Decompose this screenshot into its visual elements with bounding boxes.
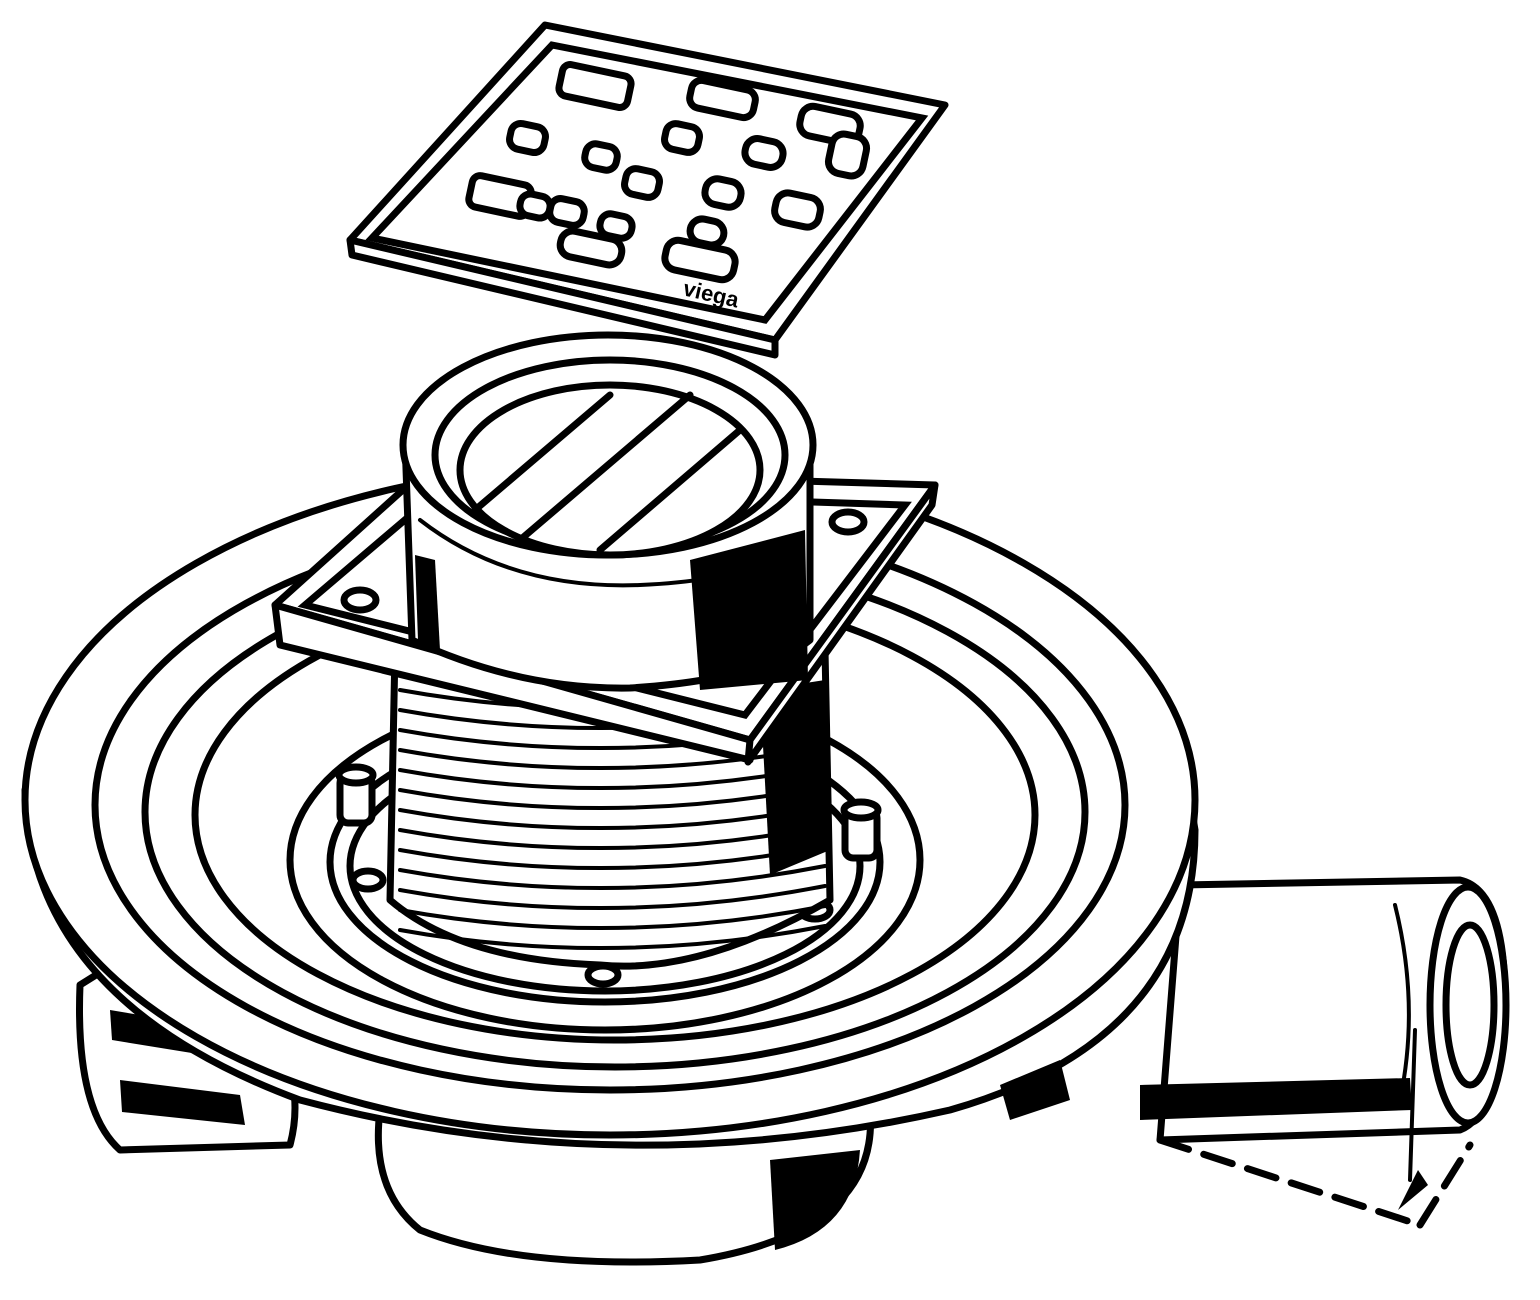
thread-line <box>398 924 827 951</box>
grate-slots <box>465 61 871 284</box>
thread-line <box>398 844 827 871</box>
frame-screw <box>828 508 868 536</box>
trap-body <box>374 1106 875 1266</box>
grate-slot <box>506 120 549 156</box>
upper-tube <box>399 331 817 692</box>
grate-slot <box>555 61 635 111</box>
bolt-right <box>840 798 882 862</box>
grate-slot <box>824 130 871 180</box>
grate-cover: viega <box>346 21 949 359</box>
grate-slot <box>581 140 621 174</box>
grate-slot <box>556 227 626 269</box>
thread-line <box>398 904 827 931</box>
insert-cap <box>456 381 764 559</box>
grate-slot <box>516 190 554 222</box>
slope-indicator <box>1156 1028 1474 1229</box>
thread-line <box>398 864 827 891</box>
screw-hole <box>349 867 387 893</box>
thread-line <box>398 884 827 911</box>
thread-line <box>398 824 827 851</box>
grate-slot <box>661 120 703 156</box>
slope-arrow-icon <box>1398 1170 1428 1210</box>
frame-screw <box>340 586 380 614</box>
grate-slot <box>771 189 824 231</box>
bolt-left <box>335 763 377 827</box>
side-outlet-pipe <box>1140 876 1510 1144</box>
grate-slot <box>621 165 663 201</box>
grate-slot <box>661 236 739 284</box>
grate-slot <box>686 76 759 122</box>
grate-slot <box>741 135 787 171</box>
grate-slot <box>546 195 588 229</box>
grate-slot <box>701 175 745 211</box>
